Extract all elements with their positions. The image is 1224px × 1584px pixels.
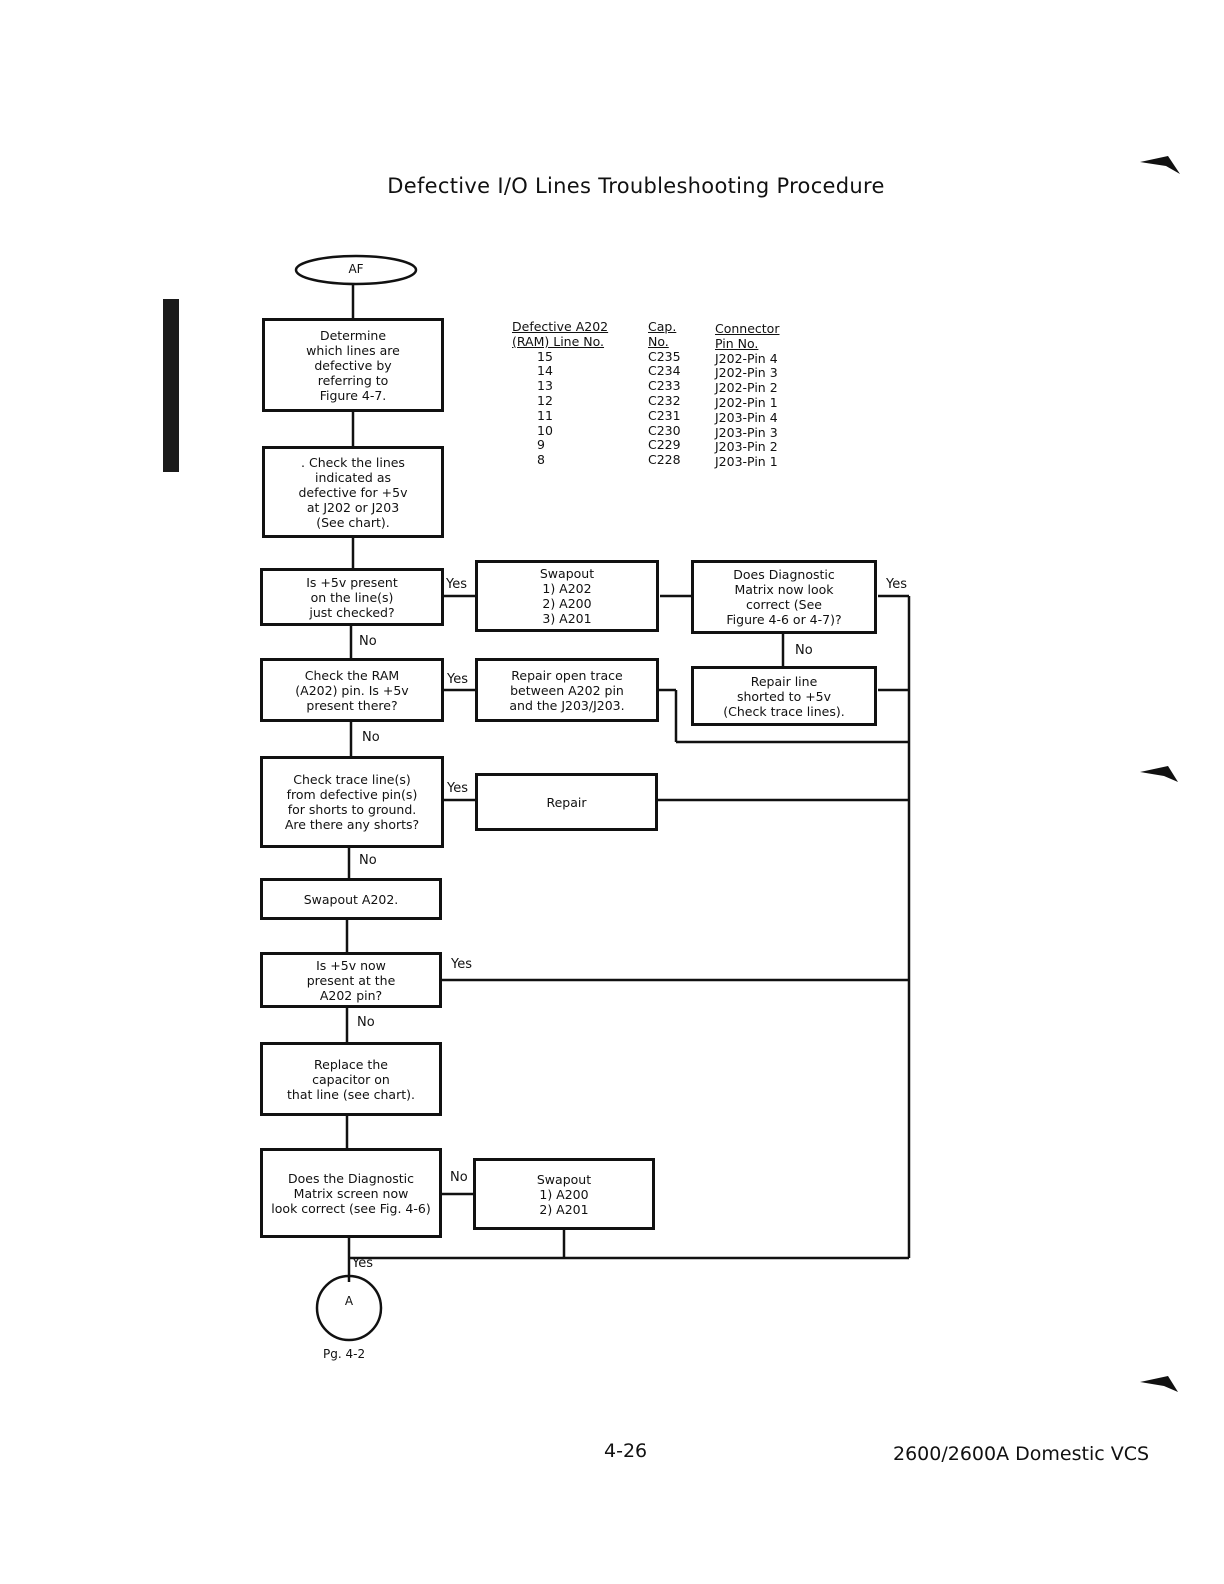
table-cell: 13 (537, 378, 553, 394)
branch-yes-5v-present: Yes (446, 577, 467, 592)
table-cell: C230 (648, 422, 681, 438)
table-header-cap: Cap. No. (648, 319, 677, 349)
action-swapout-ram: Swapout 1) A202 2) A200 3) A201 (475, 560, 659, 632)
table-col-cap: Cap. No. C235 C234 C233 C232 C231 C230 C… (648, 319, 698, 468)
branch-yes-diag-matrix: Yes (886, 577, 907, 592)
table-col-pin: Connector Pin No. J202-Pin 4 J202-Pin 3 … (715, 321, 805, 470)
table-cell: J203-Pin 2 (715, 439, 778, 455)
table-cell: 15 (537, 348, 553, 364)
table-cell: 8 (537, 452, 545, 468)
table-col-line: Defective A202 (RAM) Line No. 15 14 13 1… (512, 319, 622, 468)
branch-yes-check-ram: Yes (447, 672, 468, 687)
start-terminal-label: AF (348, 262, 364, 276)
branch-no-5v-now: No (357, 1015, 375, 1030)
table-cell: 12 (537, 392, 553, 408)
footer-document-title: 2600/2600A Domestic VCS (893, 1443, 1150, 1465)
table-cell: J202-Pin 2 (715, 380, 778, 396)
action-swapout-a202: Swapout A202. (260, 878, 442, 920)
table-cell: C229 (648, 437, 681, 453)
branch-yes-check-trace: Yes (447, 781, 468, 796)
action-repair-shorted-line: Repair line shorted to +5v (Check trace … (691, 666, 877, 726)
table-header-pin: Connector Pin No. (715, 321, 780, 351)
action-repair: Repair (475, 773, 658, 831)
edge-mark-bottom (1140, 1376, 1178, 1392)
table-cell: C233 (648, 378, 681, 394)
branch-no-diag-matrix: No (795, 643, 813, 658)
table-cell: 14 (537, 363, 553, 379)
decision-5v-present: Is +5v present on the line(s) just check… (260, 568, 444, 626)
edge-mark-middle (1140, 766, 1178, 782)
table-cell: J203-Pin 3 (715, 424, 778, 440)
table-cell: C231 (648, 407, 681, 423)
table-cell: C228 (648, 452, 681, 468)
branch-no-5v-present: No (359, 634, 377, 649)
table-cell: C232 (648, 392, 681, 408)
branch-yes-diag-screen: Yes (352, 1256, 373, 1271)
table-line-values: 15 14 13 12 11 10 9 8 (512, 348, 622, 468)
edge-mark-top (1140, 156, 1180, 174)
table-cell: 11 (537, 407, 553, 423)
start-terminal-shape (294, 254, 418, 286)
decision-diag-screen: Does the Diagnostic Matrix screen now lo… (260, 1148, 442, 1238)
page-title: Defective I/O Lines Troubleshooting Proc… (387, 174, 885, 198)
decision-check-trace: Check trace line(s) from defective pin(s… (260, 756, 444, 848)
step-determine-lines: Determine which lines are defective by r… (262, 318, 444, 412)
table-header-line: Defective A202 (RAM) Line No. (512, 319, 609, 349)
table-cell: 10 (537, 422, 553, 438)
table-cell: C234 (648, 363, 681, 379)
action-swapout-a200-a201: Swapout 1) A200 2) A201 (473, 1158, 655, 1230)
table-cell: J202-Pin 1 (715, 394, 778, 410)
table-cell: C235 (648, 348, 681, 364)
branch-no-check-ram: No (362, 730, 380, 745)
table-cell: J202-Pin 4 (715, 350, 778, 366)
end-connector-shape (315, 1274, 383, 1342)
branch-no-diag-screen: No (450, 1170, 468, 1185)
end-connector-reference: Pg. 4-2 (323, 1347, 366, 1361)
step-check-lines: . Check the lines indicated as defective… (262, 446, 444, 538)
decision-diag-matrix: Does Diagnostic Matrix now look correct … (691, 560, 877, 634)
table-cell: 9 (537, 437, 545, 453)
margin-bar (163, 299, 179, 472)
branch-no-check-trace: No (359, 853, 377, 868)
table-cell: J203-Pin 1 (715, 454, 778, 470)
footer-page-number: 4-26 (604, 1440, 648, 1462)
branch-yes-5v-now: Yes (451, 957, 472, 972)
end-connector-label: A (344, 1294, 354, 1308)
decision-5v-now: Is +5v now present at the A202 pin? (260, 952, 442, 1008)
action-replace-capacitor: Replace the capacitor on that line (see … (260, 1042, 442, 1116)
decision-check-ram: Check the RAM (A202) pin. Is +5v present… (260, 658, 444, 722)
table-cell: J203-Pin 4 (715, 409, 778, 425)
table-cell: J202-Pin 3 (715, 365, 778, 381)
action-repair-open-trace: Repair open trace between A202 pin and t… (475, 658, 659, 722)
